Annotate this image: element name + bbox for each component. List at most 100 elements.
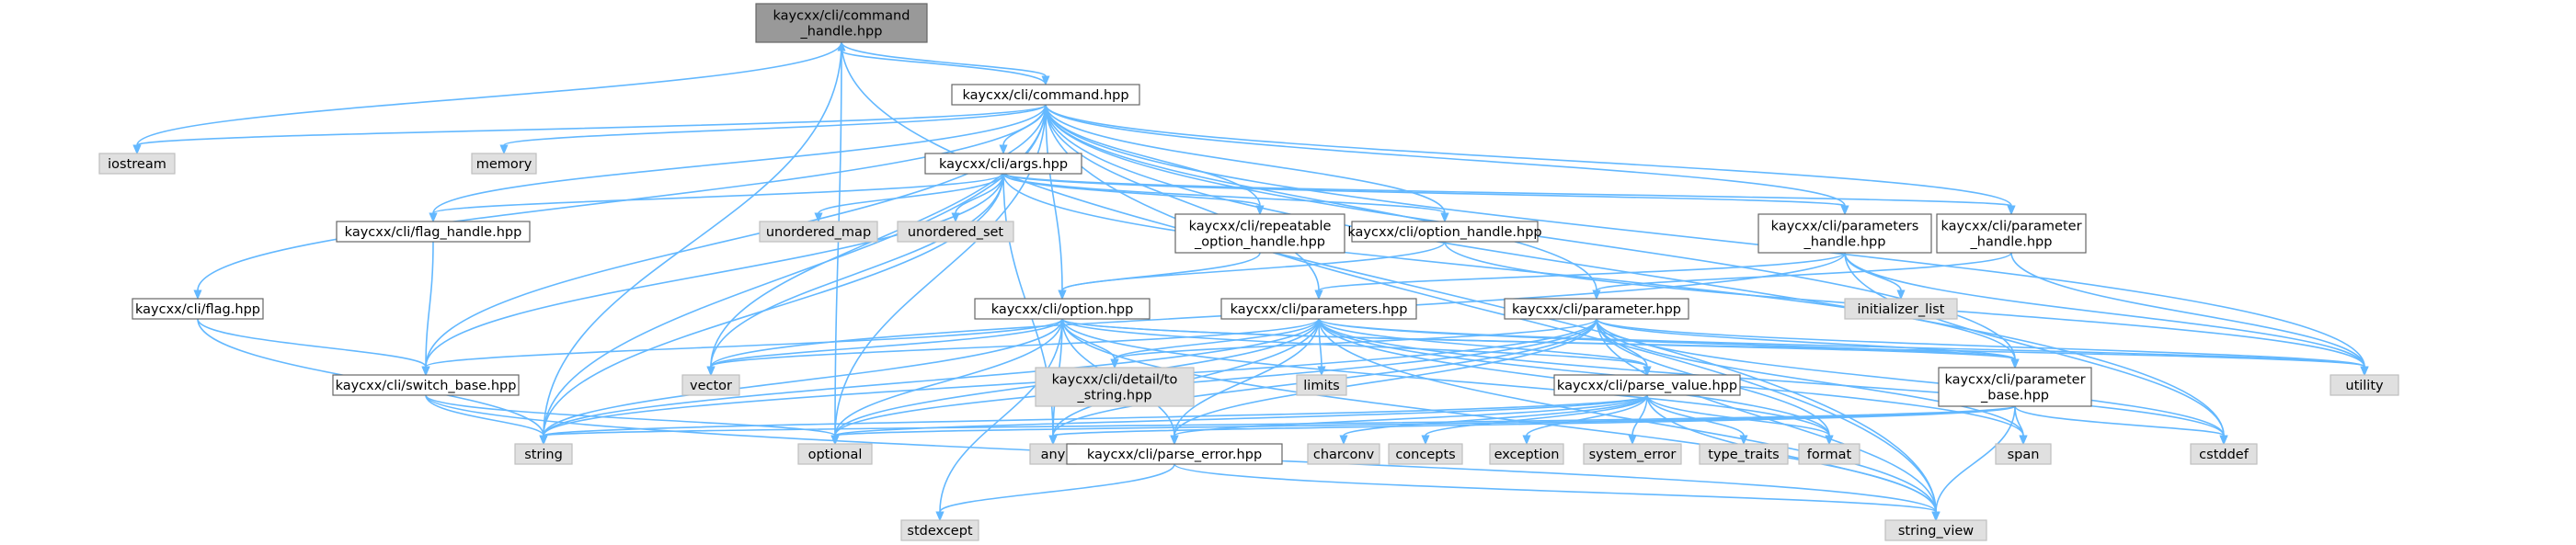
- edge-line: [1174, 318, 1320, 437]
- arrowhead-icon: [935, 511, 945, 522]
- edge-line: [1343, 394, 1648, 437]
- node-label: kaycxx/cli/flag.hpp: [135, 302, 260, 317]
- edge-line: [503, 104, 1047, 146]
- node-label: string: [524, 448, 563, 462]
- node-label: exception: [1494, 448, 1560, 462]
- node-command[interactable]: kaycxx/cli/command.hpp: [951, 84, 1140, 106]
- arrowhead-icon: [1339, 435, 1348, 446]
- edge-line: [1425, 394, 1648, 437]
- node-system-error: system_error: [1583, 443, 1682, 465]
- node-string-view: string_view: [1884, 519, 1987, 541]
- node-parameter-handle[interactable]: kaycxx/cli/parameter_handle.hpp: [1936, 213, 2087, 254]
- node-box: [1296, 374, 1347, 396]
- node-repeatable[interactable]: kaycxx/cli/repeatable_option_handle.hpp: [1174, 213, 1345, 254]
- edge-line: [1114, 318, 1597, 360]
- edge-line: [834, 318, 1597, 437]
- arrowhead-icon: [1628, 435, 1637, 446]
- node-switch-base[interactable]: kaycxx/cli/switch_base.hpp: [332, 374, 520, 396]
- node-unordered-map: unordered_map: [759, 221, 878, 243]
- node-box: [1938, 367, 2092, 407]
- edge-option-to-switch_base: [421, 318, 1063, 377]
- edge-parameter_handle-to-parameter: [1592, 252, 2012, 301]
- node-type-traits: type_traits: [1699, 443, 1789, 465]
- node-box: [951, 84, 1140, 106]
- edge-line: [841, 50, 1047, 85]
- node-label: _handle.hpp: [800, 25, 883, 40]
- edge-line: [1045, 104, 1320, 291]
- node-parse-error[interactable]: kaycxx/cli/parse_error.hpp: [1066, 443, 1283, 465]
- node-box: [897, 221, 1014, 243]
- arrowhead-icon: [193, 290, 202, 301]
- edge-args-to-parameter_handle: [1002, 173, 2016, 216]
- node-box: [681, 374, 740, 396]
- node-label: _base.hpp: [1980, 389, 2049, 403]
- arrowhead-icon: [1896, 290, 1906, 301]
- arrowhead-icon: [429, 212, 438, 223]
- edge-option-to-vector: [706, 318, 1063, 377]
- edge-line: [1045, 104, 1846, 207]
- arrowhead-icon: [1170, 435, 1179, 446]
- node-label: kaycxx/cli/parameter: [1944, 373, 2085, 388]
- edge-line: [543, 41, 842, 437]
- edge-line: [1526, 394, 1648, 437]
- node-cstddef: cstddef: [2190, 443, 2258, 465]
- edge-line: [1596, 318, 2016, 360]
- edge-command_handle-to-optional: [830, 41, 842, 446]
- node-memory: memory: [471, 153, 537, 175]
- arrowhead-icon: [1440, 212, 1449, 223]
- node-label: vector: [690, 379, 732, 393]
- edge-parameter_base-to-any: [1048, 405, 2016, 446]
- node-option-handle[interactable]: kaycxx/cli/option_handle.hpp: [1347, 221, 1542, 243]
- edge-line: [834, 318, 1063, 437]
- node-box: [900, 519, 979, 541]
- node-parameters[interactable]: kaycxx/cli/parameters.hpp: [1220, 298, 1417, 320]
- edge-parameter-to-parameter_base: [1596, 318, 2020, 369]
- node-parse-value[interactable]: kaycxx/cli/parse_value.hpp: [1553, 374, 1741, 396]
- edge-parameter_base-to-cstddef: [2014, 405, 2228, 446]
- node-span: span: [1995, 443, 2052, 465]
- edge-line: [1052, 405, 2016, 437]
- node-flag[interactable]: kaycxx/cli/flag.hpp: [132, 298, 264, 320]
- node-flag-handle[interactable]: kaycxx/cli/flag_handle.hpp: [336, 221, 531, 243]
- node-label: memory: [476, 157, 532, 172]
- arrowhead-icon: [1058, 290, 1067, 301]
- node-label: optional: [808, 448, 863, 462]
- arrowhead-icon: [421, 366, 430, 377]
- node-label: kaycxx/cli/switch_base.hpp: [336, 379, 517, 393]
- node-parameter-base[interactable]: kaycxx/cli/parameter_base.hpp: [1938, 367, 2092, 407]
- edge-command-to-memory: [499, 104, 1047, 155]
- node-parameters-handle[interactable]: kaycxx/cli/parameters_handle.hpp: [1757, 213, 1932, 254]
- edge-line: [1631, 394, 1648, 437]
- edge-line: [1596, 318, 2225, 437]
- edge-args-to-flag_handle: [429, 173, 1004, 223]
- edge-line: [197, 318, 427, 368]
- node-label: unordered_map: [766, 225, 871, 240]
- node-label: string_view: [1898, 524, 1974, 539]
- node-option[interactable]: kaycxx/cli/option.hpp: [974, 298, 1151, 320]
- node-label: type_traits: [1708, 448, 1779, 462]
- node-args[interactable]: kaycxx/cli/args.hpp: [924, 153, 1082, 175]
- node-parameter[interactable]: kaycxx/cli/parameter.hpp: [1504, 298, 1689, 320]
- arrowhead-icon: [1592, 290, 1601, 301]
- arrowhead-icon: [499, 144, 509, 155]
- edge-args-to-option_handle: [1002, 173, 1449, 223]
- edge-line: [1045, 104, 1597, 291]
- node-label: stdexcept: [907, 524, 973, 539]
- arrowhead-icon: [2007, 205, 2016, 216]
- edge-line: [834, 394, 1648, 437]
- node-label: iostream: [108, 157, 166, 172]
- node-optional: optional: [797, 443, 873, 465]
- node-any: any: [1029, 443, 1077, 465]
- node-command-handle[interactable]: kaycxx/cli/command_handle.hpp: [755, 3, 928, 43]
- arrowhead-icon: [1041, 75, 1050, 86]
- edge-line: [841, 41, 1047, 77]
- node-box: [336, 221, 531, 243]
- node-box: [1066, 443, 1283, 465]
- node-box: [1583, 443, 1682, 465]
- edge-line: [1061, 318, 1648, 368]
- edge-line: [834, 405, 2016, 437]
- edge-line: [1935, 405, 2016, 513]
- edge-args-to-parameters_handle: [1002, 173, 1849, 216]
- edge-command-to-flag: [193, 104, 1047, 301]
